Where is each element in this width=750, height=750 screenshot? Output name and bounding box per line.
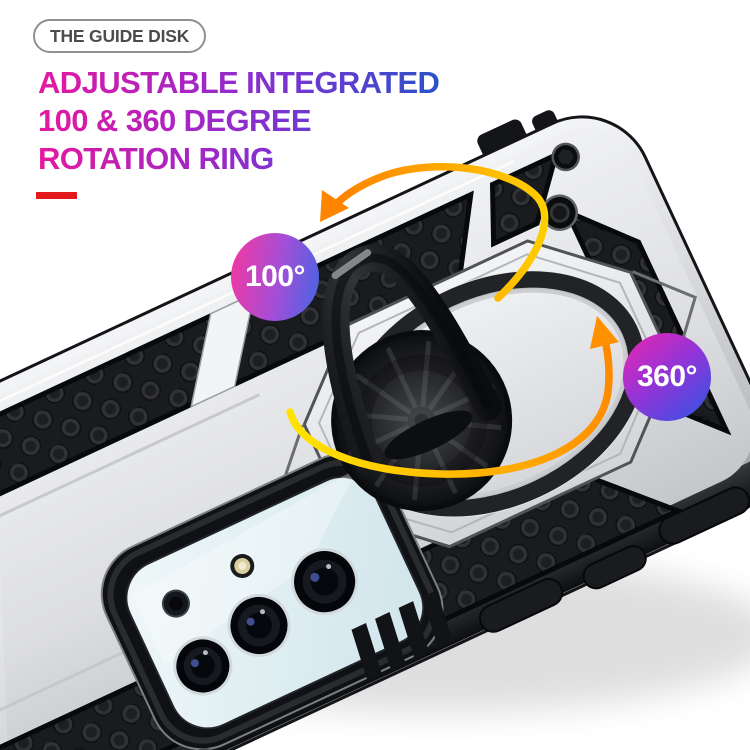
headline-line-1: ADJUSTABLE INTEGRATED: [38, 65, 440, 100]
arrow-100-head: [320, 190, 349, 222]
camera-lens-2: [227, 593, 291, 657]
badge-100-degree: 100°: [231, 233, 319, 321]
ring-kickstand: [322, 244, 502, 477]
flash-led: [230, 553, 255, 578]
camera-lens-3: [291, 548, 359, 616]
pill-badge-label: THE GUIDE DISK: [50, 25, 190, 46]
headline: ADJUSTABLE INTEGRATED 100 & 360 DEGREE R…: [38, 64, 439, 178]
camera-lens-1: [173, 636, 233, 696]
camera-module: [100, 453, 444, 750]
arrow-360: [286, 322, 613, 478]
side-buttons: [478, 486, 750, 633]
headline-line-3: ROTATION RING: [38, 141, 274, 176]
red-divider: [36, 192, 77, 199]
badge-100-label: 100°: [244, 260, 306, 293]
honeycomb-panel-corner: [489, 150, 560, 248]
headline-line-2: 100 & 360 DEGREE: [38, 103, 311, 138]
phone-case: [0, 110, 750, 750]
pill-badge: THE GUIDE DISK: [33, 19, 207, 53]
camera-lens-small: [161, 589, 190, 618]
rotation-arrows: [286, 163, 619, 478]
badge-360-degree: 360°: [623, 333, 711, 421]
arrow-100: [325, 163, 549, 302]
corner-screw: [551, 142, 580, 172]
arrow-360-head: [590, 316, 619, 349]
badge-360-label: 360°: [636, 360, 698, 393]
edge-highlight: [0, 159, 516, 602]
grip-vents: [351, 590, 453, 680]
